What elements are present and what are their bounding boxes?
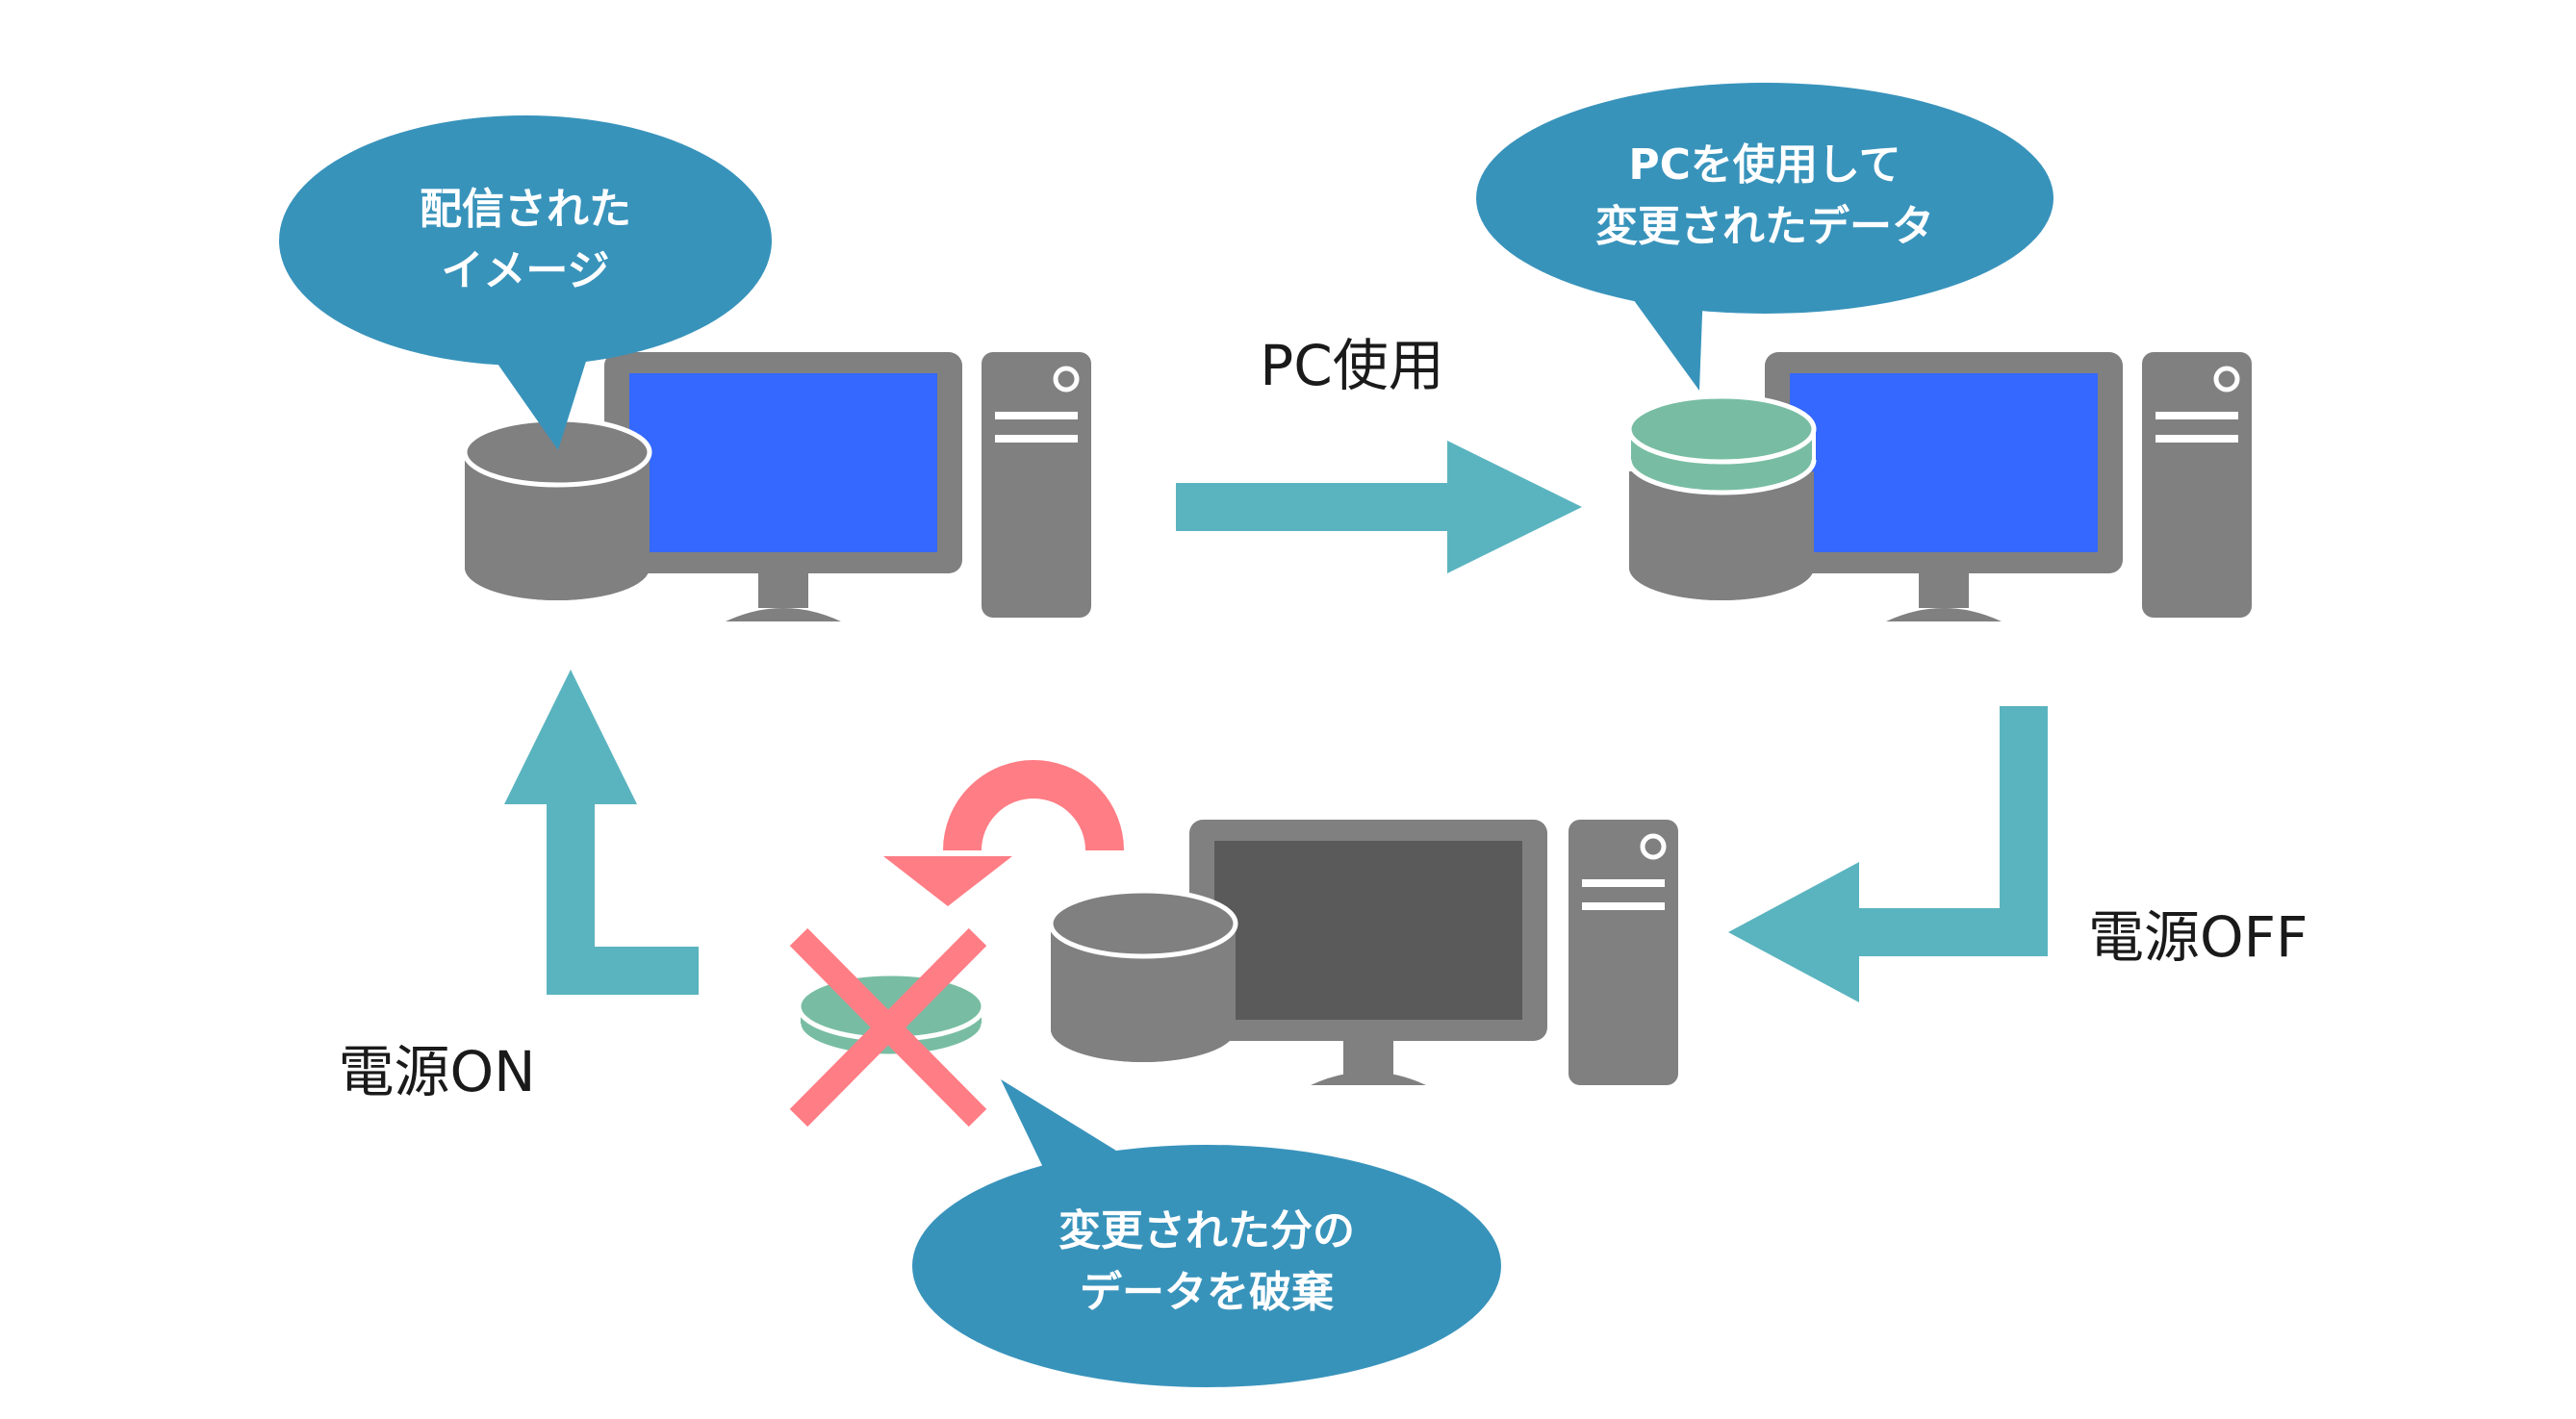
bubble-line: データを破棄 <box>1080 1268 1334 1317</box>
initial-pc <box>462 352 1091 621</box>
bubble-line: PCを使用して <box>1628 140 1900 190</box>
bubble-line: イメージ <box>441 246 609 295</box>
bubble-line: 変更されたデータ <box>1595 202 1934 251</box>
red-x-icon <box>789 927 987 1128</box>
database-cylinder-icon <box>1048 888 1238 1062</box>
bubble-line: 変更された分の <box>1058 1206 1355 1255</box>
powered-off-pc <box>1048 820 1678 1085</box>
monitor-icon <box>604 352 962 621</box>
label-power-on: 電源ON <box>338 1039 535 1104</box>
database-cylinder-icon <box>1626 393 1817 600</box>
circular-arrow-icon <box>883 760 1124 906</box>
bubble-changed-data: PCを使用して 変更されたデータ <box>1476 83 2053 391</box>
pc-tower-icon <box>2142 352 2252 618</box>
monitor-icon <box>1189 820 1547 1085</box>
pc-tower-icon <box>1569 820 1678 1085</box>
bubble-discard: 変更された分の データを破棄 <box>912 1079 1501 1387</box>
pc-tower-icon <box>982 352 1091 618</box>
used-pc <box>1626 352 2252 621</box>
label-pc-use: PC使用 <box>1260 333 1443 398</box>
monitor-icon <box>1765 352 2123 621</box>
arrow-pc-use <box>1176 441 1582 573</box>
bubble-line: 配信された <box>420 185 631 234</box>
arrow-power-on <box>504 670 699 995</box>
database-cylinder-icon <box>462 417 652 600</box>
bubble-distributed-image: 配信された イメージ <box>279 115 772 450</box>
label-power-off: 電源OFF <box>2088 904 2308 970</box>
arrow-power-off <box>1728 706 2048 1002</box>
